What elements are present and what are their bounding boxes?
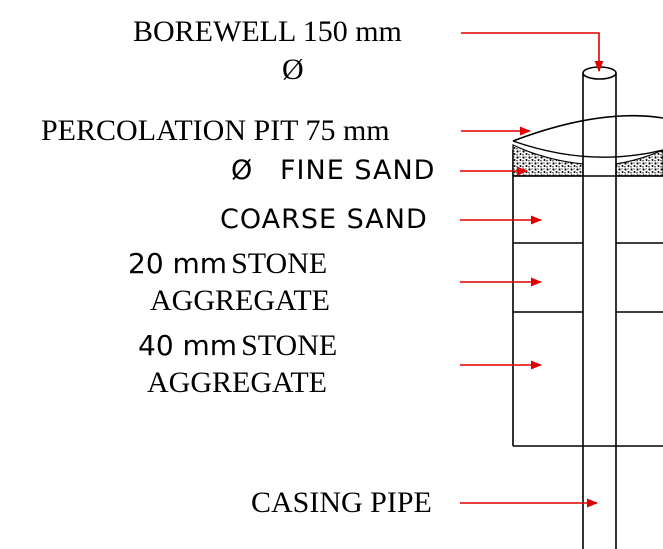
stone20-aggregate: AGGREGATE — [150, 284, 330, 317]
stone40-name: STONE — [241, 329, 338, 362]
stone40-label: 40 mm STONE — [138, 331, 337, 361]
casing-pipe-label: CASING PIPE — [251, 486, 432, 519]
stone40-aggregate: AGGREGATE — [147, 366, 327, 399]
stone20-label: 20 mm STONE — [128, 249, 327, 279]
pit-top-dome — [512, 114, 663, 142]
percolation-pit-label: PERCOLATION PIT 75 mm — [41, 114, 390, 147]
fine-sand-diameter-symbol: Ø — [231, 155, 254, 186]
borewell-diameter-symbol: Ø — [282, 53, 304, 86]
borewell-label: BOREWELL 150 mm — [133, 15, 402, 48]
stone40-size: 40 mm — [138, 329, 238, 362]
coarse-sand-label: COARSE SAND — [220, 204, 428, 235]
stone20-size: 20 mm — [128, 247, 228, 280]
borewell-arrow — [461, 32, 604, 73]
fine-sand-label: FINE SAND — [280, 155, 436, 186]
stone20-name: STONE — [231, 247, 328, 280]
pit-dome-lower — [512, 140, 663, 158]
fine-sand-layer-right — [615, 149, 663, 177]
